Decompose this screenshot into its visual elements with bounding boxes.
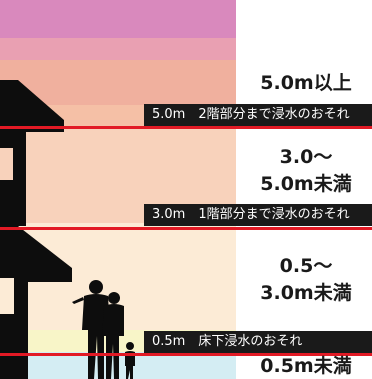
depth-label-05m: 0.5m 床下浸水のおそれ <box>144 331 372 353</box>
range-below-05m: 0.5m未満 <box>260 355 352 377</box>
depth-line-05m <box>0 353 372 356</box>
range-3-to-5m-line2: 5.0m未満 <box>260 173 352 195</box>
depth-band-5m-plus <box>0 60 236 105</box>
depth-label-3m: 3.0m 1階部分まで浸水のおそれ <box>144 204 372 226</box>
house-silhouette-icon <box>0 80 135 379</box>
range-05-to-3m-line2: 3.0m未満 <box>260 282 352 304</box>
range-05-to-3m: 0.5～ 3.0m未満 <box>240 253 372 307</box>
depth-line-3m <box>0 227 372 230</box>
depth-label-5m: 5.0m 2階部分まで浸水のおそれ <box>144 104 372 126</box>
range-5m-plus: 5.0m以上 <box>260 72 352 94</box>
family-silhouette-icon <box>72 280 135 379</box>
depth-band-5m-plus-upper <box>0 38 236 60</box>
range-3-to-5m-line1: 3.0～ <box>279 146 333 168</box>
range-05-to-3m-line1: 0.5～ <box>279 255 333 277</box>
depth-band-top <box>0 0 236 38</box>
depth-line-5m <box>0 126 372 129</box>
range-3-to-5m: 3.0～ 5.0m未満 <box>240 144 372 198</box>
